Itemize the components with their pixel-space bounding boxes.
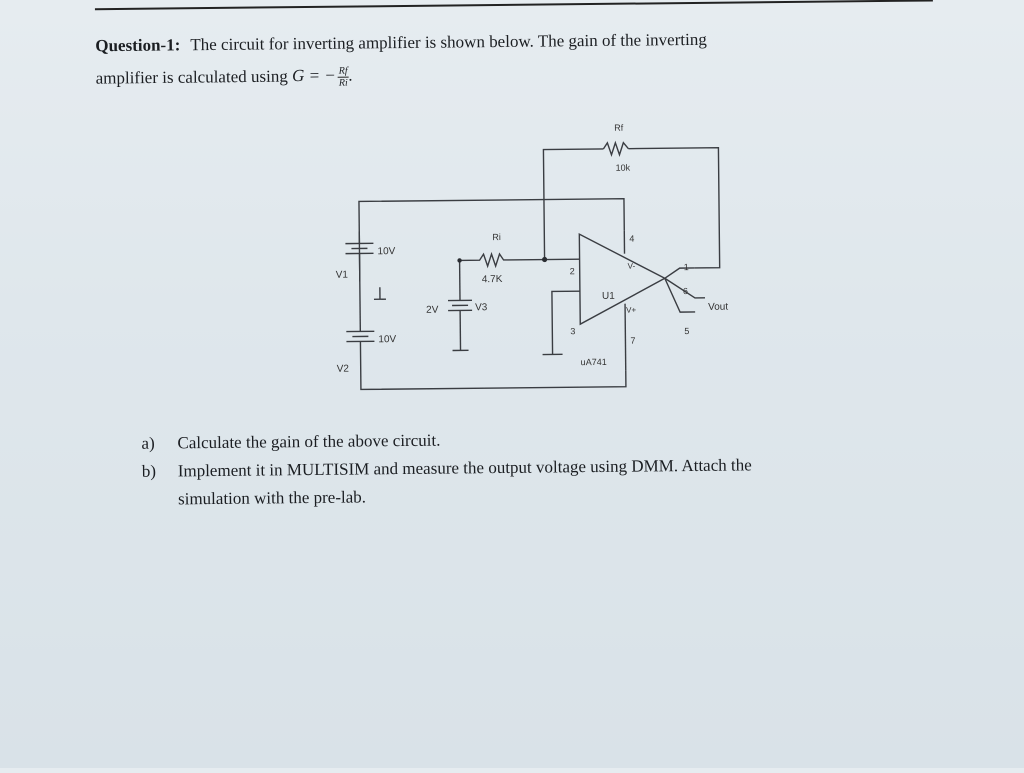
- task-text: Implement it in MULTISIM and measure the…: [178, 455, 752, 481]
- pin1-wire: [665, 268, 695, 278]
- rf-resistor: [603, 143, 628, 155]
- task-text: simulation with the pre-lab.: [178, 487, 366, 509]
- task-mark: b): [142, 462, 156, 482]
- rf-label: Rf: [614, 123, 624, 133]
- question-text-2: amplifier is calculated using: [96, 67, 288, 88]
- ri-label: Ri: [492, 232, 501, 242]
- vpos-label: V+: [626, 306, 636, 315]
- question-text-1: The circuit for inverting amplifier is s…: [190, 30, 707, 54]
- vout-label: Vout: [708, 302, 728, 313]
- formula-end: .: [349, 66, 353, 85]
- task-mark: a): [141, 434, 154, 454]
- question-label: Question-1:: [95, 35, 180, 55]
- formula-lhs: G = −: [292, 66, 336, 85]
- pin-7: 7: [630, 336, 635, 346]
- v2-label: V2: [337, 364, 350, 375]
- pin-4: 4: [629, 234, 634, 244]
- task-text: Calculate the gain of the above circuit.: [177, 431, 440, 454]
- junction-dot: [457, 258, 461, 262]
- inverting-amplifier-circuit: Rf 10k Ri 4.7K 10V V1 10V V2 2V V3 U1 uA…: [328, 107, 771, 402]
- opamp-model: uA741: [581, 357, 607, 367]
- pin-3: 3: [570, 326, 575, 336]
- ri-resistor: [460, 253, 580, 266]
- feedback-wire-right: [628, 148, 719, 269]
- v3-value: 2V: [426, 305, 439, 316]
- pin-2: 2: [570, 266, 575, 276]
- pin-5: 5: [684, 326, 689, 336]
- junction-dot: [542, 257, 547, 262]
- rf-value: 10k: [616, 163, 631, 173]
- opamp-triangle: [579, 233, 665, 324]
- question-line-1: Question-1: The circuit for inverting amp…: [95, 30, 707, 56]
- pin-6: 6: [683, 286, 688, 296]
- v2-value: 10V: [378, 334, 396, 345]
- formula-denominator: Ri: [338, 78, 349, 89]
- v3-label: V3: [475, 302, 488, 313]
- v1-label: V1: [336, 270, 349, 281]
- formula-numerator: Rf: [338, 66, 349, 78]
- v1-value: 10V: [377, 246, 395, 257]
- top-rule: [95, 0, 933, 10]
- vneg-label: V-: [628, 262, 636, 271]
- ri-value: 4.7K: [482, 274, 503, 285]
- noninv-wire: [552, 291, 581, 354]
- pin-1: 1: [684, 262, 689, 272]
- opamp-label: U1: [602, 291, 615, 302]
